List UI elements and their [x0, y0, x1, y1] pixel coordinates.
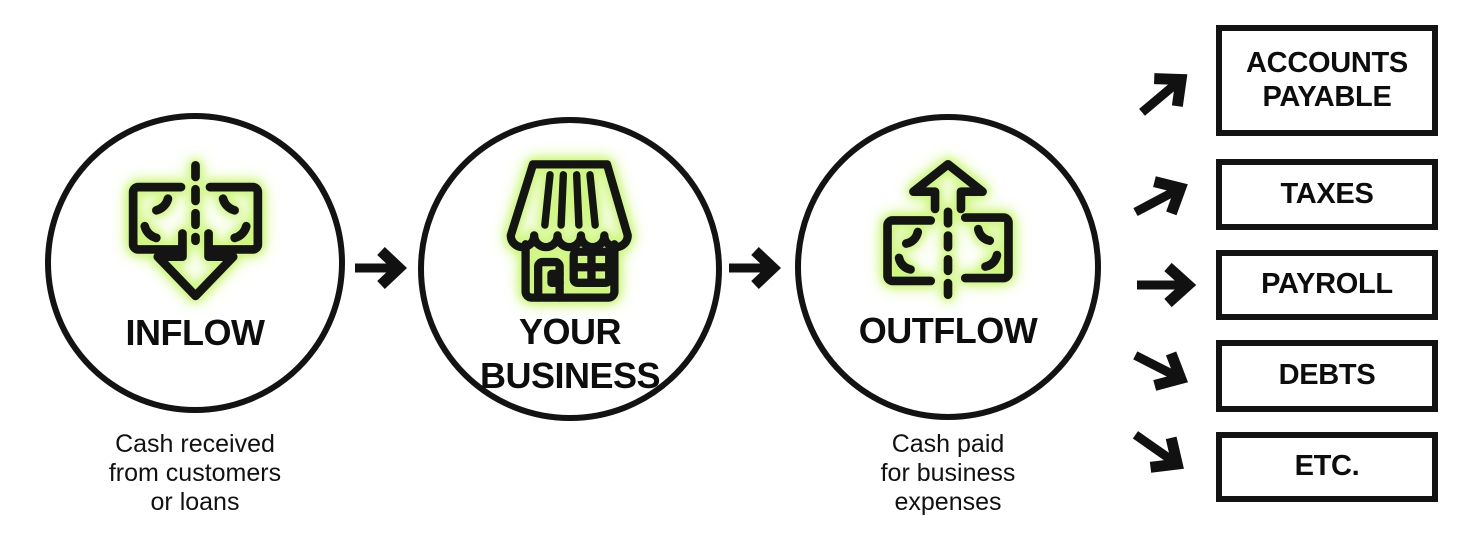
- business-node: YOUR BUSINESS: [418, 117, 722, 421]
- output-label: ACCOUNTS PAYABLE: [1246, 47, 1408, 113]
- up-right-arrow-icon: [1139, 73, 1188, 116]
- output-label: PAYROLL: [1261, 268, 1393, 301]
- outflow-caption: Cash paid for business expenses: [880, 430, 1016, 516]
- inflow-node: INFLOW: [45, 113, 345, 413]
- output-box-debts: DEBTS: [1216, 340, 1438, 412]
- storefront-icon: [506, 160, 632, 302]
- output-label: DEBTS: [1278, 359, 1376, 392]
- inflow-label: INFLOW: [125, 312, 265, 353]
- right-arrow-icon: [729, 247, 782, 289]
- business-label: YOUR BUSINESS: [479, 311, 661, 396]
- cash-outflow-icon: [883, 160, 1013, 304]
- right-arrow-icon: [1137, 262, 1197, 308]
- inflow-caption: Cash received from customers or loans: [108, 430, 282, 516]
- output-box-etc: ETC.: [1216, 432, 1438, 502]
- outflow-node: OUTFLOW: [795, 114, 1101, 420]
- output-box-payroll: PAYROLL: [1216, 250, 1438, 320]
- output-label: ETC.: [1294, 450, 1360, 483]
- outflow-label: OUTFLOW: [858, 310, 1038, 351]
- cash-inflow-icon: [128, 161, 262, 301]
- up-right-arrow-icon: [1133, 176, 1188, 217]
- output-label: TAXES: [1280, 177, 1374, 210]
- output-box-taxes: TAXES: [1216, 159, 1438, 230]
- down-right-arrow-icon: [1132, 431, 1184, 473]
- right-arrow-icon: [355, 247, 408, 289]
- down-right-arrow-icon: [1133, 351, 1189, 391]
- output-box-accounts-payable: ACCOUNTS PAYABLE: [1216, 25, 1438, 136]
